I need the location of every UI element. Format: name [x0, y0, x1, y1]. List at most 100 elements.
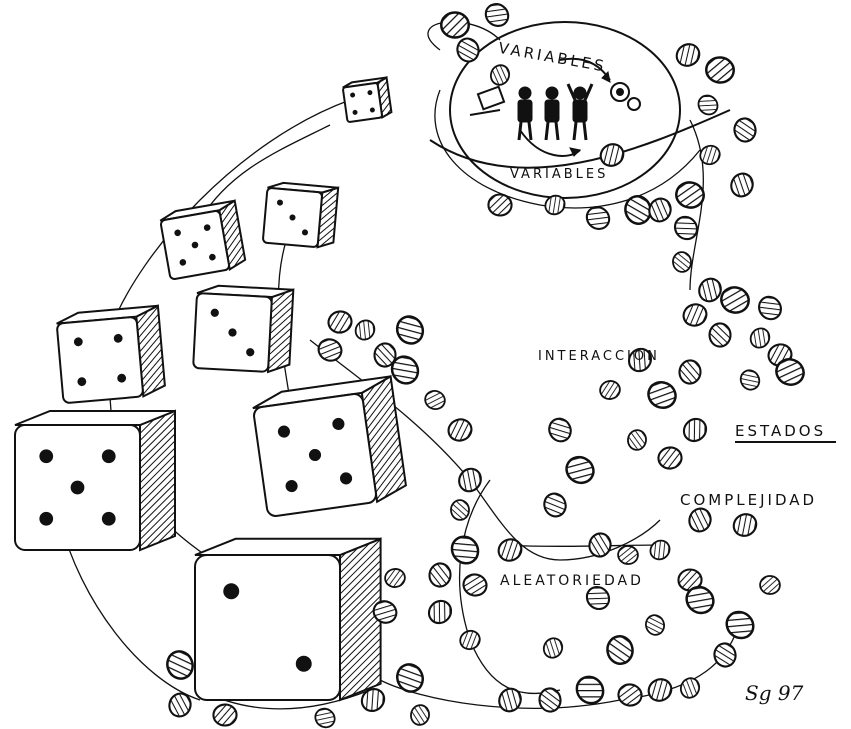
atom-node-icon — [627, 347, 653, 373]
atom-node-icon — [548, 417, 572, 443]
die-pip — [39, 449, 54, 464]
die-pip — [101, 511, 116, 526]
atom-node-icon — [606, 635, 634, 665]
atom-node-icon — [725, 610, 755, 640]
die-pip — [332, 417, 345, 430]
atom-node-icon — [427, 599, 453, 625]
atom-node-icon — [688, 507, 712, 533]
atom-node-icon — [647, 678, 673, 702]
atom-node-icon — [565, 455, 595, 485]
person-icon — [544, 86, 560, 141]
die-icon — [194, 537, 382, 702]
die-pip — [191, 241, 199, 249]
atom-node-icon — [649, 539, 671, 561]
atom-node-icon — [720, 286, 750, 314]
atom-node-icon — [685, 585, 715, 615]
atom-node-icon — [360, 687, 386, 713]
atom-node-icon — [585, 206, 611, 230]
atom-node-icon — [373, 342, 397, 368]
atom-node-icon — [440, 11, 470, 39]
atom-node-icon — [447, 418, 473, 442]
atom-node-icon — [497, 538, 523, 562]
atom-node-icon — [673, 215, 699, 241]
die-pip — [179, 259, 187, 266]
die-icon — [262, 181, 340, 249]
die-icon — [14, 409, 176, 552]
gear-icon — [610, 82, 641, 111]
die-pip — [352, 109, 358, 115]
atom-node-icon — [645, 614, 665, 636]
atom-node-icon — [166, 650, 194, 680]
atom-node-icon — [739, 369, 761, 391]
atom-node-icon — [459, 629, 481, 651]
die-icon — [252, 374, 407, 517]
laptop-icon — [469, 85, 506, 116]
die-pip — [228, 328, 237, 337]
atom-node-icon — [458, 467, 482, 493]
die-pip — [367, 90, 373, 96]
variables-orbit — [429, 21, 731, 199]
die-pip — [295, 655, 312, 672]
atom-node-icon — [168, 692, 192, 718]
atom-node-icon — [487, 193, 513, 217]
atom-node-icon — [648, 197, 672, 223]
die-pip — [210, 308, 219, 317]
atom-node-icon — [384, 568, 406, 588]
atom-node-icon — [372, 600, 398, 624]
die-pip — [276, 199, 284, 206]
die-icon — [56, 304, 166, 404]
atom-node-icon — [657, 446, 683, 470]
atom-node-icon — [410, 704, 430, 726]
atom-node-icon — [699, 144, 721, 166]
atom-node-icon — [456, 37, 480, 63]
die-pip — [77, 377, 87, 387]
signature: Sg 97 — [745, 681, 804, 705]
label-variables-bottom: VARIABLES — [510, 167, 608, 182]
atom-node-icon — [599, 380, 621, 400]
die-pip — [350, 92, 356, 98]
atom-node-icon — [733, 117, 757, 143]
atom-node-icon — [317, 338, 343, 362]
die-pip — [73, 337, 83, 347]
atom-node-icon — [428, 562, 452, 588]
label-variables-top: VARIABLES — [497, 39, 608, 76]
die-pip — [113, 333, 123, 343]
die-pip — [277, 425, 290, 438]
die-icon — [342, 75, 393, 123]
die-pip — [174, 229, 181, 237]
atom-node-icon — [679, 677, 701, 699]
atom-node-icon — [450, 499, 470, 521]
atom-node-icon — [390, 355, 420, 385]
die-pip — [209, 253, 216, 261]
atom-node-icon — [599, 143, 625, 167]
atom-node-icon — [462, 573, 488, 597]
die-icon — [159, 199, 247, 280]
atom-node-icon — [498, 687, 522, 713]
atom-node-icon — [678, 359, 702, 385]
die-pip — [223, 583, 240, 600]
atom-node-icon — [627, 429, 647, 451]
atom-node-icon — [758, 295, 782, 321]
atom-node-icon — [354, 319, 376, 341]
label-complejidad: COMPLEJIDAD — [680, 491, 817, 509]
atom-node-icon — [588, 532, 612, 558]
node-network — [166, 3, 805, 729]
die-pip — [340, 472, 353, 485]
atom-node-icon — [484, 3, 510, 27]
atom-node-icon — [585, 585, 611, 611]
die-pip — [117, 373, 127, 383]
die-pip — [285, 480, 298, 493]
die-pip — [246, 348, 255, 357]
atom-node-icon — [675, 43, 701, 67]
atom-node-icon — [450, 535, 480, 565]
atom-node-icon — [617, 545, 639, 565]
atom-node-icon — [212, 703, 238, 727]
dice-group — [14, 75, 407, 702]
atom-node-icon — [713, 642, 737, 668]
label-interaccion: INTERACCION — [538, 349, 660, 364]
die-pip — [203, 224, 211, 231]
atom-node-icon — [542, 637, 564, 659]
atom-node-icon — [395, 315, 425, 345]
die-pip — [101, 449, 116, 464]
